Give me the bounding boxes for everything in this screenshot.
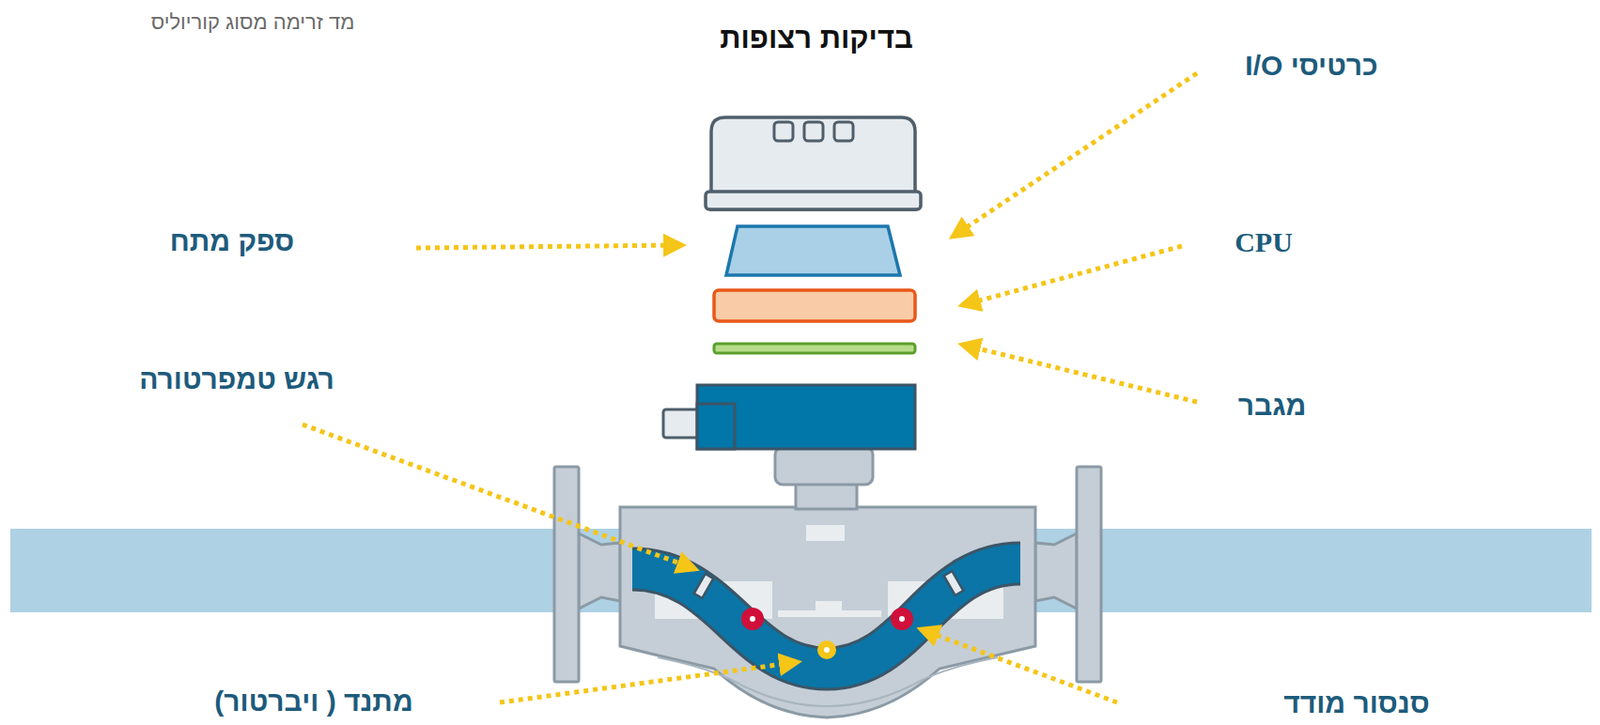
exciter-dot <box>823 647 830 653</box>
pickup-dot <box>749 616 756 622</box>
body-plate <box>806 525 845 542</box>
io-terminal <box>834 122 854 141</box>
leader-line <box>302 424 696 570</box>
callout-label: מתנד ( ויברטור) <box>214 685 413 718</box>
measuring-tube <box>632 563 1021 669</box>
exciter <box>817 640 837 660</box>
tube-outline <box>632 563 1021 669</box>
cover-lip <box>705 191 921 210</box>
meter-body <box>620 507 1036 718</box>
callout-label: מגבר <box>1238 389 1307 422</box>
cpu-board <box>714 290 916 322</box>
temperature-sensor <box>694 574 715 599</box>
diagram-title: בדיקות רצופות <box>719 21 914 56</box>
pickup-dot <box>899 616 905 622</box>
callout-label: כרטיסי I/O <box>1244 49 1378 82</box>
figure-note: מד זרימה מסוג קוריוליס <box>151 10 356 35</box>
callout-label: CPU <box>1234 226 1293 259</box>
leader-line <box>962 344 1197 403</box>
temperature-sensor <box>944 571 964 596</box>
body-bar <box>815 601 842 613</box>
flange <box>554 466 579 683</box>
callout-label: ספק מתח <box>170 225 295 258</box>
housing-side <box>697 403 735 450</box>
power-supply <box>726 226 901 276</box>
amplifier-board <box>714 343 916 354</box>
callout-label: סנסור מודד <box>1283 687 1430 720</box>
flange <box>1076 466 1102 683</box>
transmitter-housing <box>697 385 916 450</box>
pickup-sensor <box>890 607 914 631</box>
flange-neck <box>578 533 621 609</box>
leader-line <box>952 73 1197 237</box>
leader-line <box>962 246 1182 306</box>
leader-line <box>416 245 683 249</box>
io-terminal <box>804 122 824 141</box>
flange-neck <box>1035 533 1077 609</box>
io-terminal <box>774 122 793 141</box>
leader-line <box>920 629 1118 703</box>
leader-line <box>499 662 798 703</box>
callout-label: רגש טמפרטורה <box>139 363 335 396</box>
neck-upper <box>775 447 873 485</box>
pickup-sensor <box>741 607 764 631</box>
